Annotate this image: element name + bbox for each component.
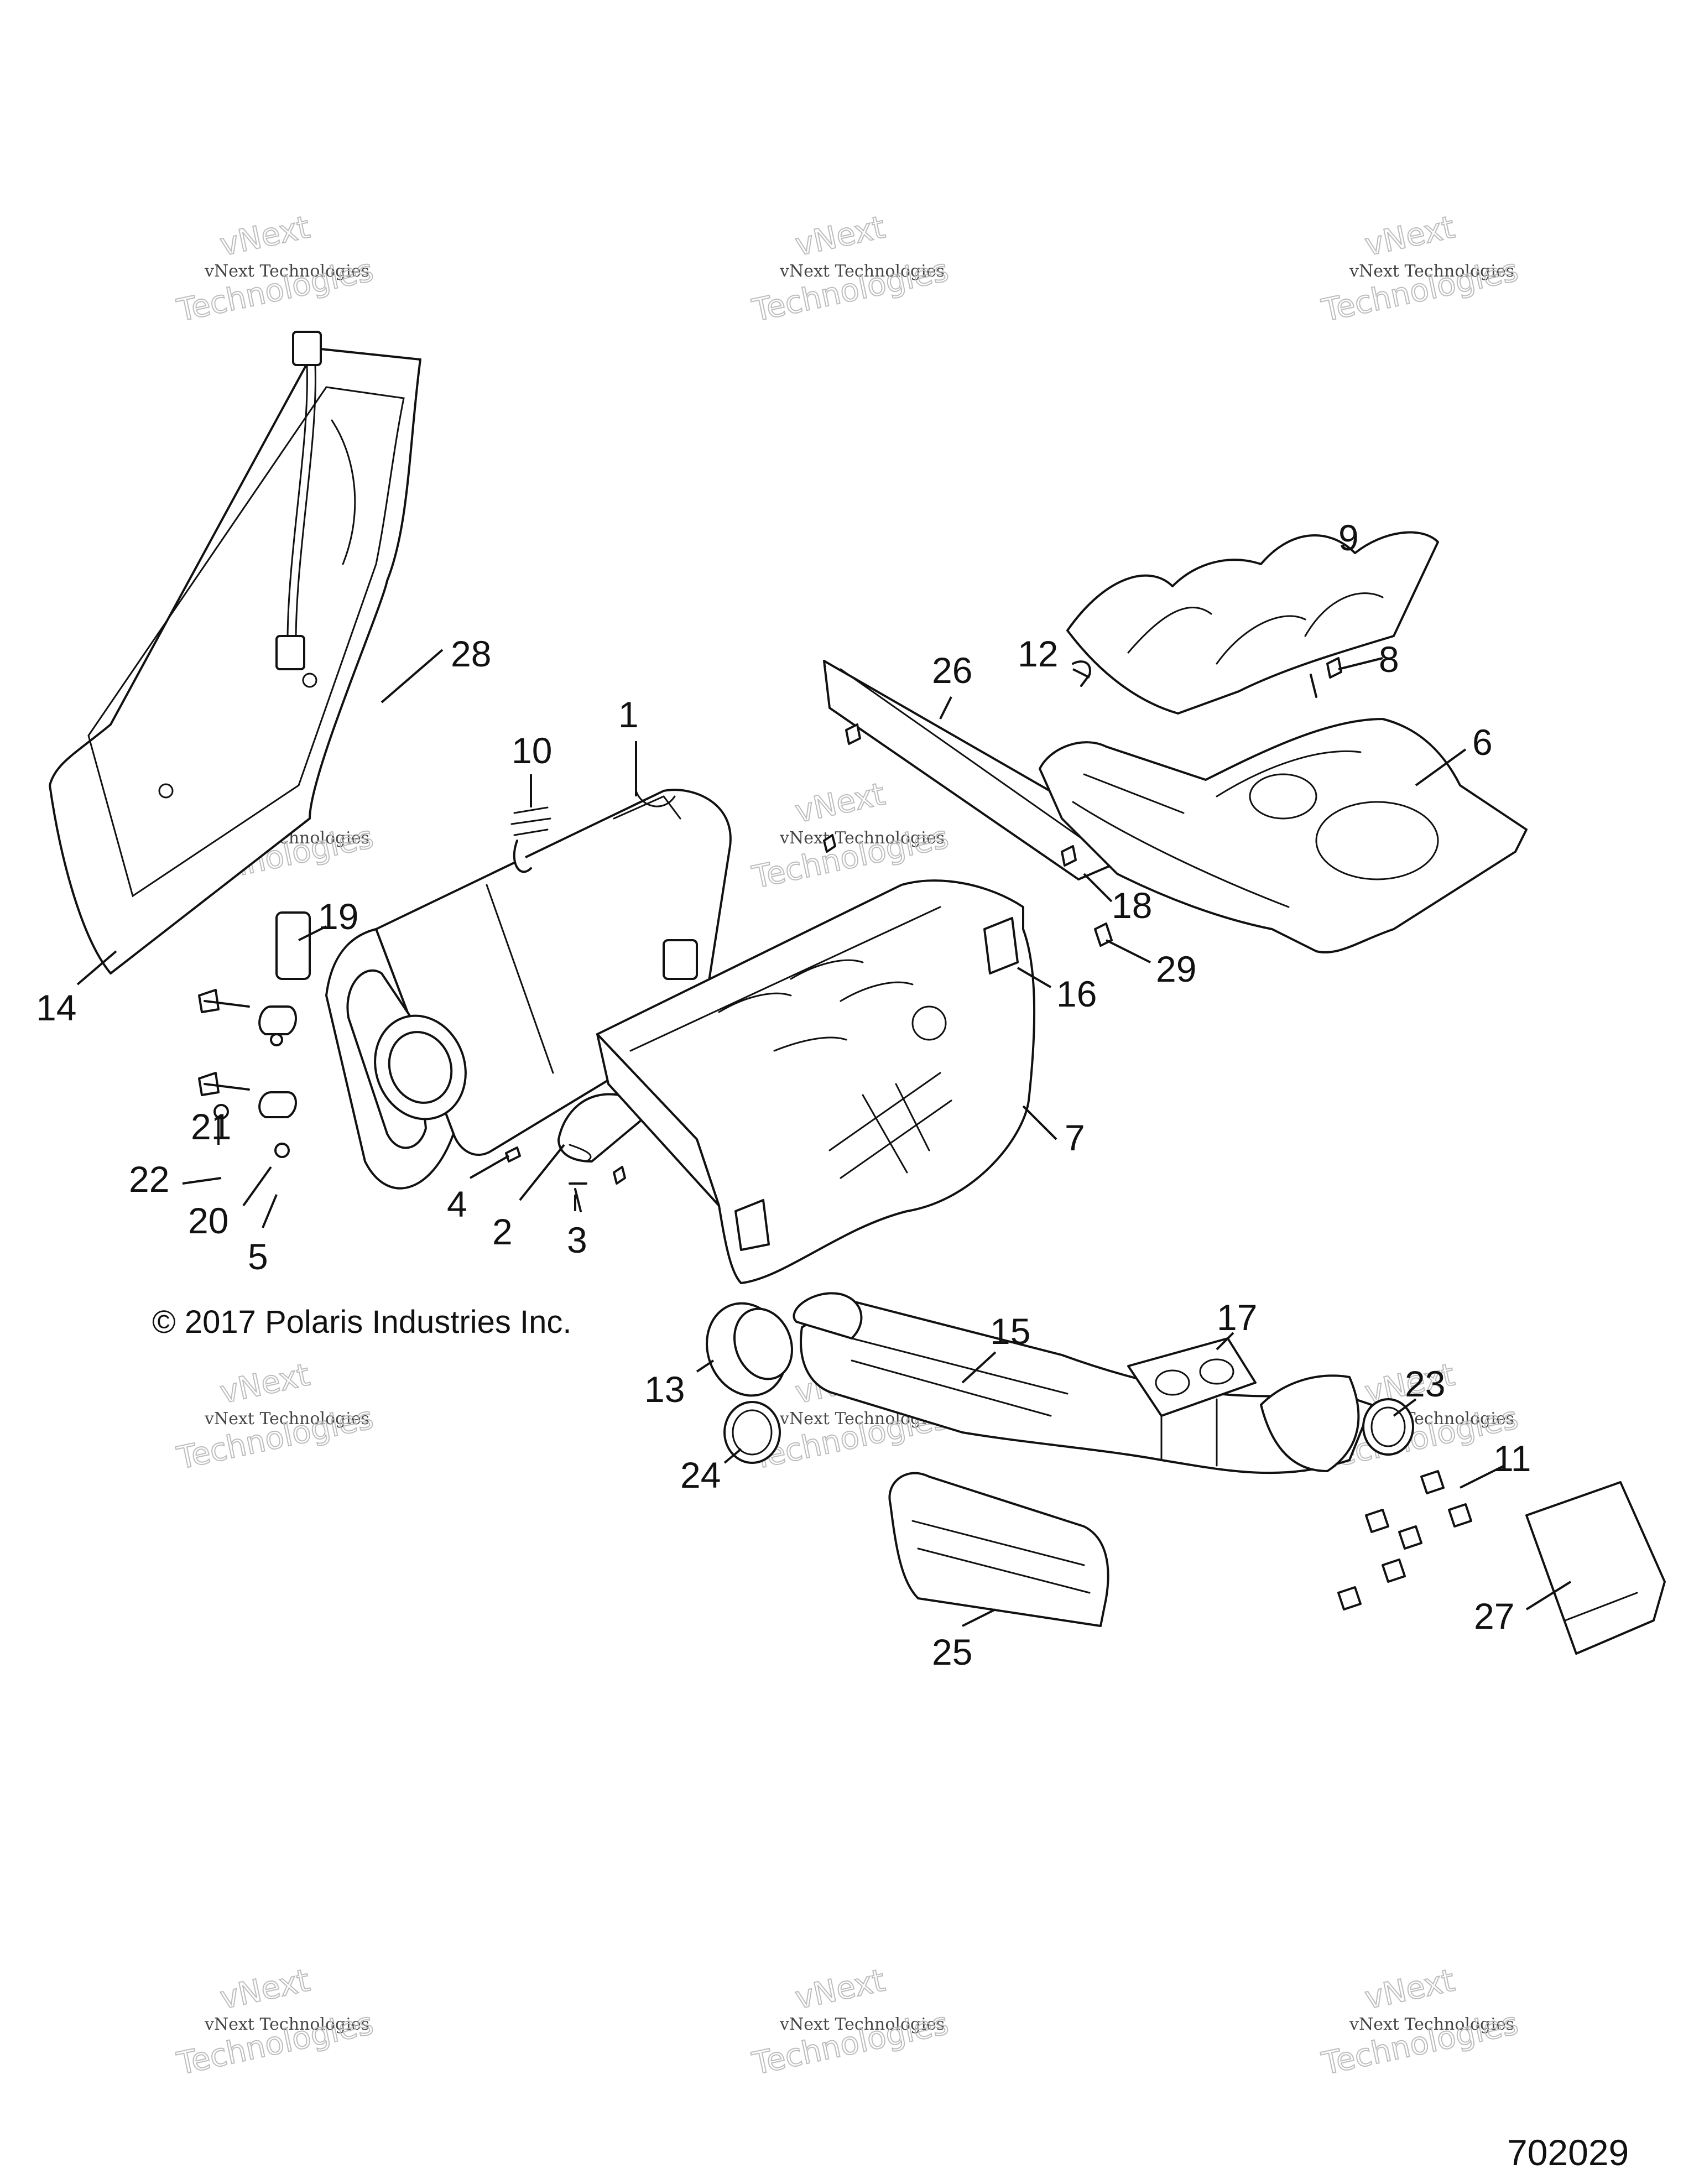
leader-28 (381, 649, 444, 703)
part-15-head-pipe (793, 1292, 1373, 1474)
callout-4: 4 (447, 1184, 467, 1224)
part-1-muffler (325, 789, 732, 1190)
watermark-text: vNext Technologies (779, 828, 945, 848)
part-7-main-heat-shield (596, 879, 1035, 1284)
leader-5 (262, 1194, 278, 1228)
leader-7 (1022, 1105, 1057, 1140)
watermark-text: vNext Technologies (779, 262, 945, 281)
watermark-vnext: vNext (792, 209, 888, 263)
part-19-o2-sensor (275, 331, 322, 980)
callout-22: 22 (129, 1159, 169, 1200)
leader-25 (962, 1608, 996, 1627)
callout-9: 9 (1338, 517, 1359, 558)
leader-27 (1525, 1581, 1572, 1610)
leader-16 (1017, 967, 1052, 988)
callout-7: 7 (1065, 1117, 1085, 1158)
part-25-pipe-shield (888, 1472, 1109, 1627)
leader-22 (182, 1177, 222, 1185)
watermark: vNext vNext Technologies Technologies (748, 775, 952, 896)
callout-27: 27 (1474, 1596, 1514, 1636)
leader-11 (1460, 1464, 1505, 1489)
leader-24 (723, 1448, 742, 1464)
watermark-vnext: vNext (217, 1357, 313, 1411)
leader-18 (1083, 873, 1113, 903)
watermark-vnext: vNext (217, 1962, 313, 2016)
watermark-vnext: vNext (1362, 209, 1458, 263)
callout-16: 16 (1056, 973, 1097, 1014)
callout-6: 6 (1472, 722, 1493, 763)
watermark-vnext: vNext (217, 209, 313, 263)
leader-26 (939, 696, 952, 720)
leader-8 (1338, 657, 1383, 670)
callout-8: 8 (1379, 639, 1399, 680)
part-13-sleeve (706, 1302, 793, 1397)
watermark-vnext: vNext (792, 776, 888, 830)
part-24-clamp (723, 1401, 781, 1464)
callout-20: 20 (188, 1200, 228, 1241)
leader-6 (1415, 748, 1467, 786)
part-9-corrugated-shield (1066, 531, 1439, 715)
copyright-text: © 2017 Polaris Industries Inc. (152, 1304, 571, 1340)
callout-5: 5 (248, 1236, 268, 1277)
leader-23 (1393, 1398, 1417, 1417)
watermark-text: vNext Technologies (779, 2015, 945, 2034)
callout-19: 19 (318, 896, 358, 937)
part-10-spring (510, 806, 551, 873)
leader-2 (519, 1144, 565, 1201)
leader-20 (242, 1166, 272, 1207)
callout-15: 15 (990, 1311, 1030, 1352)
callout-13: 13 (644, 1369, 685, 1410)
figure-number: 702029 (1507, 2132, 1629, 2173)
part-23-ring-gasket (1362, 1398, 1414, 1456)
callout-18: 18 (1112, 885, 1152, 926)
callout-2: 2 (492, 1211, 513, 1252)
callouts: 1 2 3 4 5 6 7 8 9 10 11 12 13 14 15 16 1… (36, 517, 1531, 1672)
part-6-lower-shield (1039, 718, 1528, 953)
part-17-gasket (1127, 1337, 1257, 1417)
watermark-text: vNext Technologies (204, 1409, 369, 1429)
leader-14 (76, 950, 117, 986)
watermark: vNext vNext Technologies Technologies (173, 1356, 377, 1477)
watermark-text: vNext Technologies (204, 262, 369, 281)
callout-1: 1 (618, 694, 639, 735)
callout-21: 21 (191, 1106, 231, 1147)
watermark: vNext vNext Technologies Technologies (173, 1962, 377, 2082)
leader-13 (696, 1359, 715, 1373)
leader-19 (298, 925, 327, 941)
callout-12: 12 (1018, 633, 1058, 674)
leader-lines (76, 649, 1572, 1627)
watermark-text: vNext Technologies (204, 2015, 369, 2034)
watermark-text: vNext Technologies (1349, 2015, 1514, 2034)
callout-11: 11 (1493, 1438, 1531, 1479)
callout-14: 14 (36, 987, 76, 1028)
callout-28: 28 (451, 633, 491, 674)
callout-23: 23 (1405, 1363, 1445, 1404)
watermark: vNext vNext Technologies Technologies (1318, 1962, 1521, 2082)
watermark: vNext vNext Technologies Technologies (748, 1962, 952, 2082)
watermark: vNext vNext Technologies Technologies (1318, 209, 1521, 329)
leader-4 (470, 1155, 509, 1179)
callout-17: 17 (1217, 1297, 1257, 1338)
callout-25: 25 (932, 1632, 972, 1672)
callout-10: 10 (512, 730, 552, 771)
leader-29 (1106, 939, 1151, 963)
fasteners-left (198, 989, 637, 1212)
fasteners-upper-right (823, 657, 1342, 947)
watermark: vNext vNext Technologies Technologies (173, 209, 377, 329)
watermark-vnext: vNext (792, 1962, 888, 2016)
watermark: vNext vNext Technologies Technologies (748, 209, 952, 329)
part-27-plate (1525, 1481, 1666, 1655)
part-11-bolts (1337, 1470, 1472, 1610)
watermark-vnext: vNext (1362, 1962, 1458, 2016)
callout-26: 26 (932, 650, 972, 691)
watermark-text: vNext Technologies (1349, 262, 1514, 281)
leader-15 (961, 1351, 997, 1384)
callout-29: 29 (1156, 948, 1196, 989)
leader-17 (1216, 1332, 1234, 1351)
callout-3: 3 (567, 1219, 587, 1260)
callout-24: 24 (680, 1455, 721, 1495)
part-28-heat-shield (49, 347, 421, 974)
leader-12 (1072, 668, 1090, 679)
